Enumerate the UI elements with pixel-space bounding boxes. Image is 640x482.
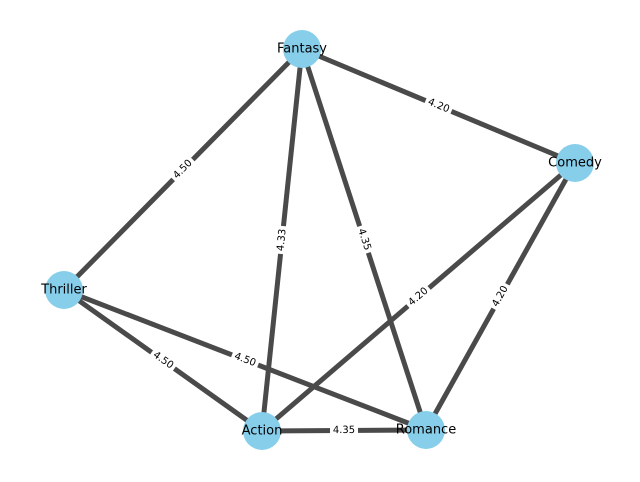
edges-layer [62, 46, 578, 434]
edge-label-background [168, 154, 198, 185]
edge-weight-label: 4.35 [353, 224, 375, 255]
node-romance [407, 411, 445, 449]
node-fantasy [283, 30, 321, 68]
edge-weight-label: 4.50 [229, 348, 261, 372]
edge-label-background [229, 348, 261, 372]
edge-label-background [147, 346, 179, 375]
edge-label-background [487, 280, 514, 313]
edge-label-background [329, 423, 359, 438]
edge-weight-label: 4.35 [329, 423, 359, 438]
edge-weight-text: 4.33 [275, 228, 288, 251]
edge-label-background [353, 224, 375, 255]
edge-label-background [403, 282, 434, 312]
node-label-fantasy: Fantasy [277, 42, 327, 57]
edge-weight-label: 4.20 [487, 280, 514, 313]
node-comedy [556, 144, 594, 182]
edge-label-background [273, 225, 291, 255]
edge-label-background [422, 94, 455, 118]
node-label-action: Action [242, 424, 283, 439]
edge-weight-label: 4.20 [422, 94, 455, 118]
node-thriller [45, 271, 83, 309]
edge-weight-text: 4.35 [333, 425, 355, 436]
node-action [243, 412, 281, 450]
node-label-romance: Romance [396, 423, 456, 438]
node-label-thriller: Thriller [40, 283, 87, 298]
nodes-layer [45, 30, 594, 450]
node-label-comedy: Comedy [548, 156, 602, 171]
edge-weight-label: 4.33 [273, 225, 291, 255]
